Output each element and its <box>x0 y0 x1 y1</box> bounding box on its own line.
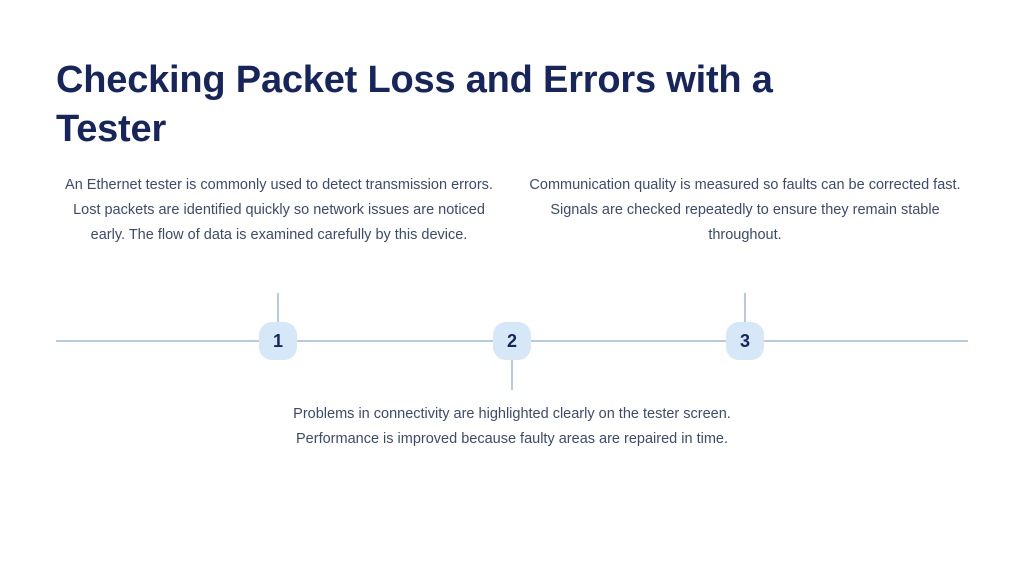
timeline-marker-2[interactable]: 2 <box>493 322 531 360</box>
timeline-marker-1[interactable]: 1 <box>259 322 297 360</box>
timeline-description-2: Problems in connectivity are highlighted… <box>293 406 731 447</box>
timeline-connector-1 <box>277 293 279 329</box>
timeline-connector-2 <box>511 354 513 390</box>
timeline-marker-3[interactable]: 3 <box>726 322 764 360</box>
timeline-connector-3 <box>744 293 746 329</box>
timeline-description-1: An Ethernet tester is commonly used to d… <box>65 177 493 243</box>
timeline-description-3: Communication quality is measured so fau… <box>529 177 961 243</box>
page-title: Checking Packet Loss and Errors with a T… <box>56 59 773 150</box>
